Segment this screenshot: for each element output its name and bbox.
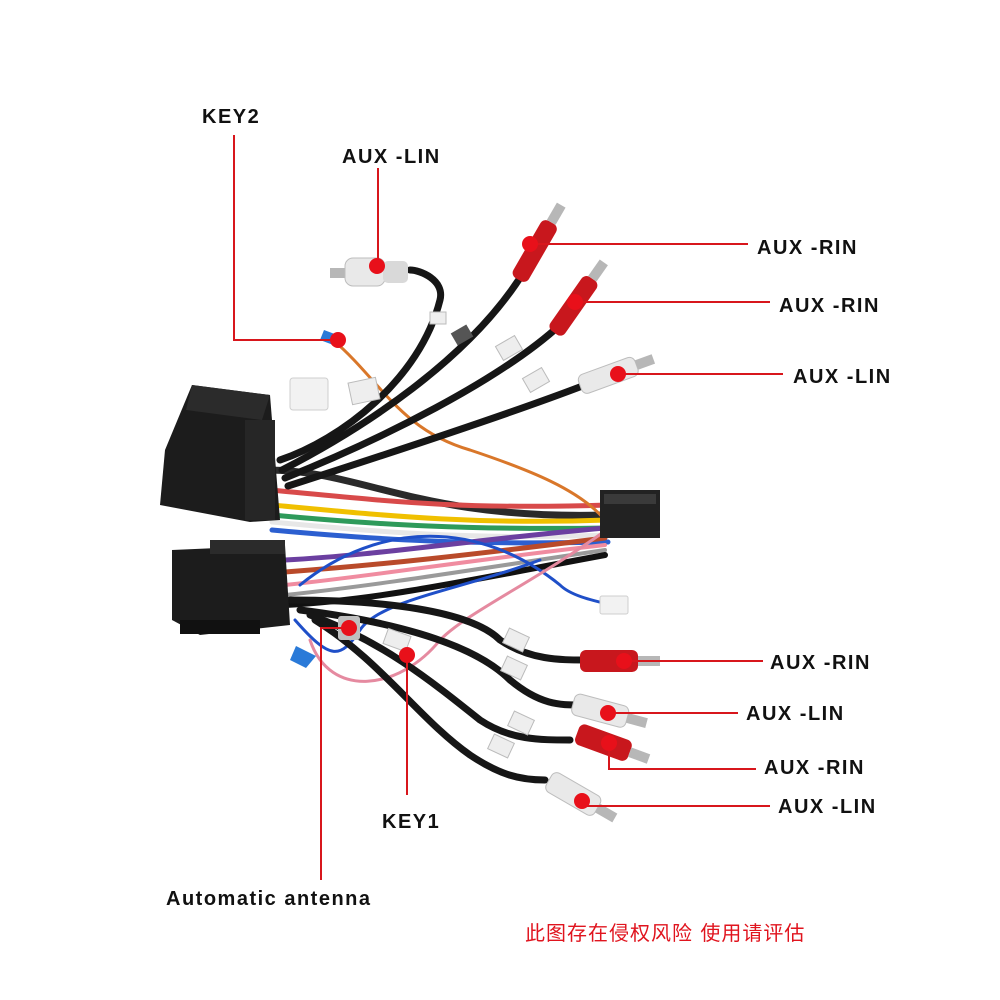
- right-plug-connector: [600, 490, 660, 538]
- lower-connector: [172, 540, 290, 635]
- dot-key1: [399, 647, 415, 663]
- label-aux-rin-2: AUX -RIN: [779, 295, 880, 317]
- antenna-terminal: [290, 646, 316, 668]
- callout-aux-rin-4: [608, 743, 756, 770]
- dot-aux-rin-3: [616, 653, 632, 669]
- white-small-plug: [289, 377, 629, 615]
- callout-lines: [233, 135, 783, 880]
- dot-aux-rin-4: [601, 735, 617, 751]
- label-key2: KEY2: [202, 106, 261, 128]
- dot-antenna: [341, 620, 357, 636]
- label-automatic-antenna: Automatic antenna: [166, 888, 372, 910]
- rca-plug-white-right: [577, 354, 656, 394]
- callout-aux-lin-3: [581, 801, 770, 807]
- dot-key2: [330, 332, 346, 348]
- dot-aux-lin-2: [600, 705, 616, 721]
- dot-aux-lin-3: [574, 793, 590, 809]
- rca-plug-white-top: [330, 257, 408, 287]
- cable-tags: [347, 311, 551, 759]
- callout-dots: [330, 236, 632, 809]
- dot-aux-lin-top: [369, 258, 385, 274]
- wire-bundle: [264, 266, 622, 784]
- rca-plug-white-2: [571, 693, 648, 728]
- callout-key2: [233, 135, 338, 341]
- callout-antenna: [320, 627, 349, 880]
- label-aux-rin-3: AUX -RIN: [770, 652, 871, 674]
- warning-text: 此图存在侵权风险 使用请评估: [525, 921, 806, 945]
- label-key1: KEY1: [382, 811, 441, 833]
- label-aux-rin-1: AUX -RIN: [757, 237, 858, 259]
- dot-aux-rin-2: [567, 294, 583, 310]
- rca-plug-red-1: [512, 202, 566, 282]
- label-aux-rin-4: AUX -RIN: [764, 757, 865, 779]
- label-aux-lin-right: AUX -LIN: [793, 366, 892, 388]
- upper-connector: [160, 385, 280, 522]
- label-aux-lin-3: AUX -LIN: [778, 796, 877, 818]
- dot-aux-lin-right: [610, 366, 626, 382]
- dot-aux-rin-1: [522, 236, 538, 252]
- label-aux-lin-top: AUX -LIN: [342, 146, 441, 168]
- label-aux-lin-2: AUX -LIN: [746, 703, 845, 725]
